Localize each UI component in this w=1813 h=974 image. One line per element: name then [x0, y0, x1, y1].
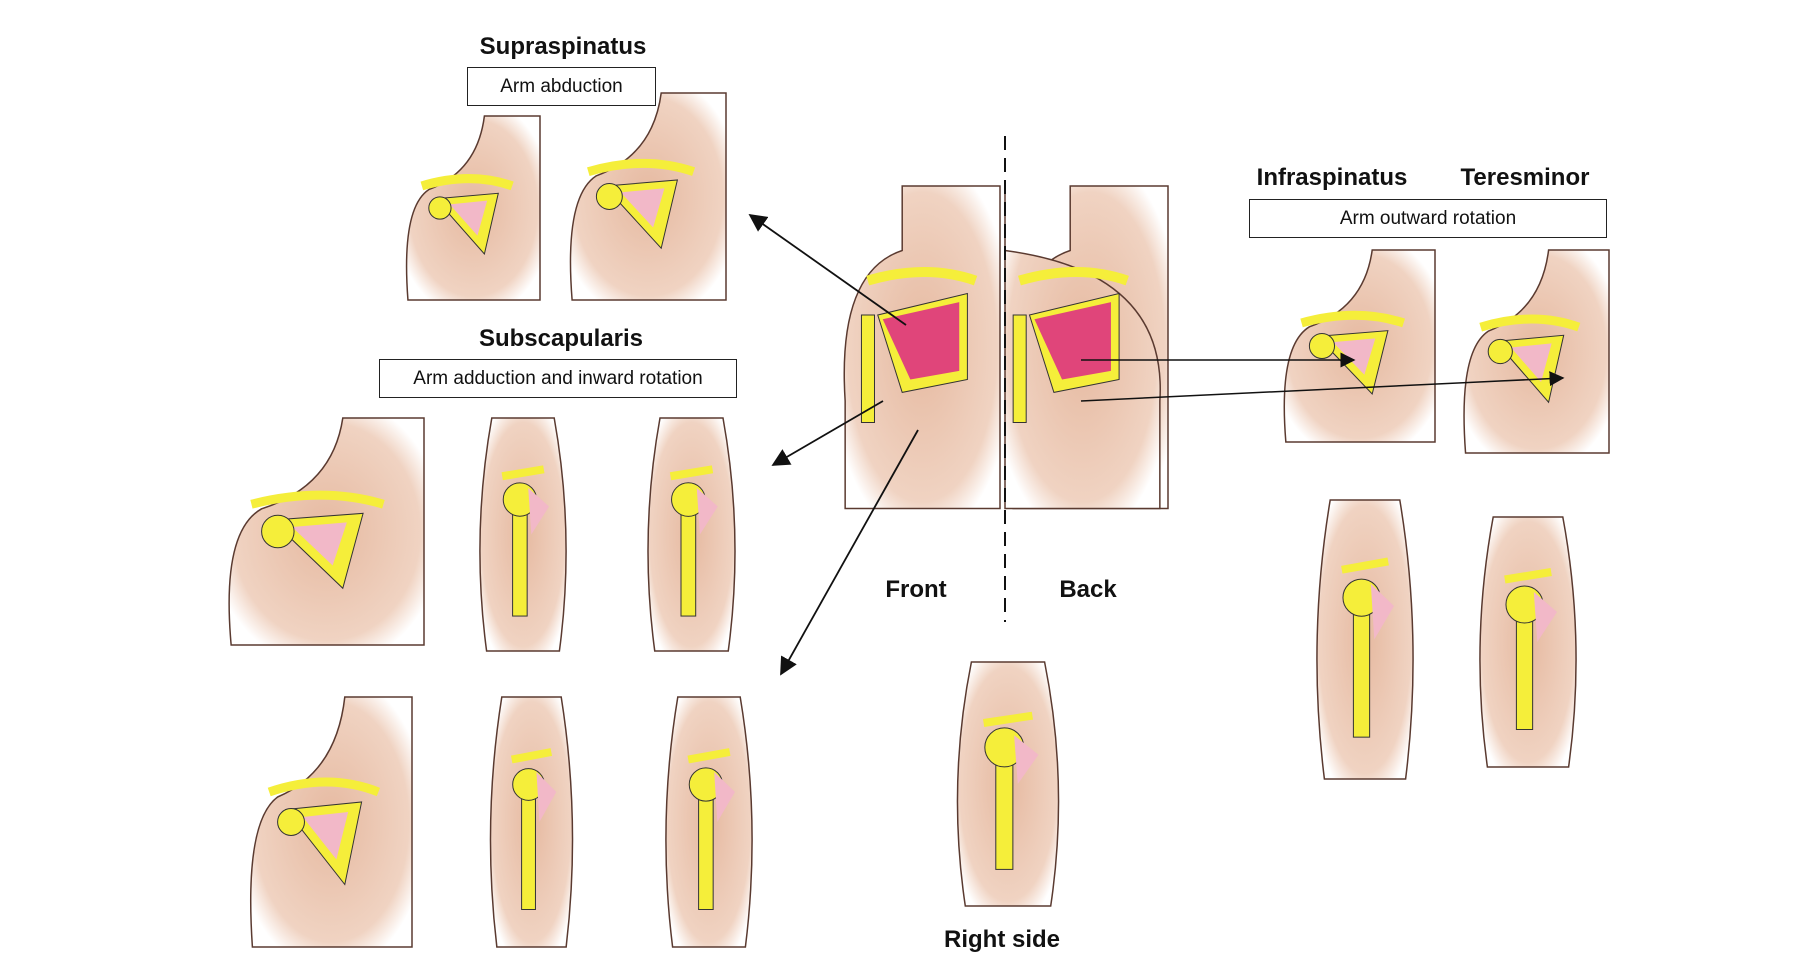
- right-side-label: Right side: [943, 926, 1061, 953]
- arrow-to-supraspinatus: [748, 213, 907, 326]
- arrow-to-subscapularis-row2: [780, 429, 919, 676]
- supraspinatus-shoulder-1-illustration: [405, 115, 541, 301]
- infraspinatus-title: Infraspinatus: [1256, 164, 1408, 191]
- supraspinatus-title: Supraspinatus: [479, 33, 647, 60]
- outward-rotation-action-box: Arm outward rotation: [1249, 199, 1607, 238]
- subscapularis-arm-2-illustration: [647, 417, 736, 652]
- teres-minor-shoulder-illustration: [1463, 249, 1610, 454]
- supraspinatus-action-box: Arm abduction: [467, 67, 656, 106]
- teres-minor-title: Teresminor: [1460, 164, 1590, 191]
- torso-back-illustration: [1004, 185, 1169, 510]
- subscapularis-shoulder-2-illustration: [250, 696, 413, 948]
- infraspinatus-arm-illustration: [1316, 499, 1414, 780]
- front-label: Front: [885, 576, 947, 603]
- subscapularis-shoulder-1-illustration: [228, 417, 425, 646]
- subscapularis-title: Subscapularis: [478, 325, 644, 352]
- teres-minor-arm-illustration: [1479, 516, 1577, 768]
- subscapularis-arm-3-illustration: [489, 696, 574, 948]
- subscapularis-arm-1-illustration: [479, 417, 567, 652]
- arrow-to-subscapularis-row1: [771, 400, 884, 466]
- supraspinatus-shoulder-2-illustration: [569, 92, 727, 301]
- arrow-to-teres-minor: [1080, 371, 1565, 402]
- torso-front-illustration: [843, 185, 1001, 510]
- right-side-arm-illustration: [956, 661, 1060, 907]
- subscapularis-arm-4-illustration: [665, 696, 753, 948]
- subscapularis-action-box: Arm adduction and inward rotation: [379, 359, 737, 398]
- infraspinatus-shoulder-illustration: [1283, 249, 1436, 443]
- back-label: Back: [1059, 576, 1117, 603]
